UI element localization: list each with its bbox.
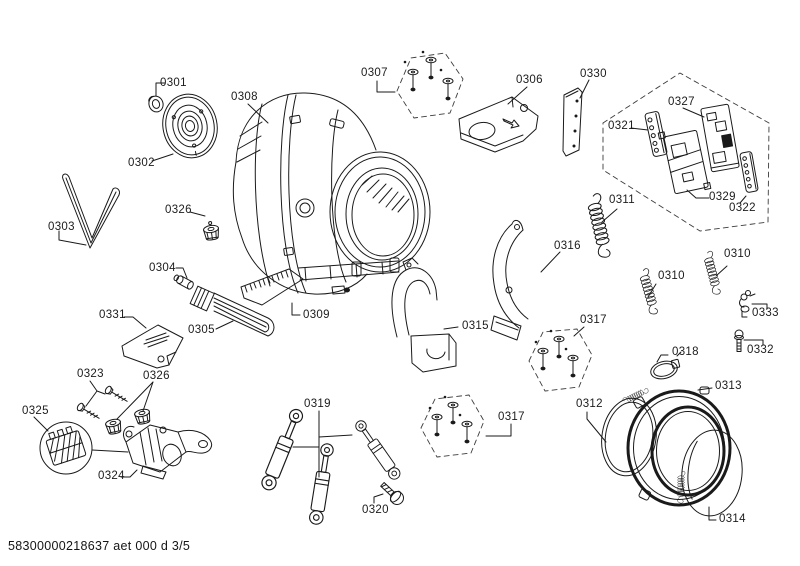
- part-label-0323: 0323: [77, 368, 104, 380]
- part-label-0326-lower: 0326: [143, 370, 170, 382]
- pin-0304-graphic: [173, 274, 194, 290]
- part-label-0306: 0306: [516, 74, 543, 86]
- part-label-0330: 0330: [580, 68, 607, 80]
- part-label-0325: 0325: [22, 405, 49, 417]
- connector-detail-0325-graphic: [39, 421, 93, 475]
- arrow-icon: [502, 118, 520, 129]
- door-spring-top-graphic: [622, 386, 650, 405]
- heating-element-0305-graphic: [189, 285, 275, 337]
- part-label-0303: 0303: [48, 221, 75, 233]
- screw-0332-graphic: [734, 329, 744, 352]
- part-label-0308: 0308: [231, 91, 258, 103]
- part-label-0327: 0327: [668, 96, 695, 108]
- part-label-0319: 0319: [304, 398, 331, 410]
- part-label-0332: 0332: [747, 344, 774, 356]
- screw-0323-a-graphic: [103, 384, 130, 406]
- part-label-0329: 0329: [709, 191, 736, 203]
- part-label-0313: 0313: [715, 380, 742, 392]
- tub-assembly-0308-graphic: [232, 92, 431, 295]
- part-label-0311: 0311: [609, 194, 635, 206]
- part-label-0309: 0309: [303, 309, 330, 321]
- instruction-sheet-0331-graphic: [121, 324, 184, 369]
- part-label-0322: 0322: [729, 202, 756, 214]
- seal-grommet-0301-graphic: [148, 95, 164, 113]
- part-label-0305: 0305: [188, 324, 215, 336]
- door-assembly-graphic: [601, 351, 743, 517]
- shock-absorber-middle-0319-graphic: [308, 442, 336, 526]
- support-bracket-0316-graphic: [490, 219, 529, 341]
- screw-kit-0317-lower-graphic: [420, 394, 485, 458]
- door-spring-bottom-graphic: [677, 470, 686, 504]
- part-label-0307: 0307: [361, 67, 388, 79]
- part-label-0320: 0320: [362, 504, 389, 516]
- screw-0323-b-graphic: [75, 401, 102, 423]
- document-code: 58300000218637 aet 000 d 3/5: [8, 539, 191, 553]
- shock-absorber-right-0319-graphic: [352, 417, 403, 482]
- screw-0320-graphic: [380, 482, 404, 505]
- mount-0326-lower-a-graphic: [104, 417, 124, 436]
- connector-strip-0322-graphic: [739, 151, 759, 193]
- panel-0330-graphic: [562, 87, 583, 157]
- screw-kit-0317-mid-graphic: [528, 328, 593, 392]
- control-board-0327-graphic: [700, 103, 740, 173]
- part-label-0317-lower: 0317: [498, 411, 525, 423]
- rib-plate-0309-graphic: [240, 268, 304, 306]
- part-label-0333: 0333: [752, 307, 779, 319]
- small-mount-0326-upper-graphic: [202, 221, 221, 242]
- part-label-0316: 0316: [554, 240, 581, 252]
- door-ring-0313-graphic: [626, 386, 732, 507]
- part-label-0310-right: 0310: [724, 248, 751, 260]
- part-label-0318: 0318: [672, 346, 699, 358]
- shock-absorber-left-0319-graphic: [259, 406, 306, 493]
- drive-belt-0303-graphic: [62, 173, 120, 249]
- screw-kit-0307-graphic: [396, 50, 464, 119]
- leader-lines: [33, 79, 768, 521]
- part-label-0331: 0331: [99, 309, 126, 321]
- part-label-0302: 0302: [128, 157, 155, 169]
- part-label-0301: 0301: [160, 77, 187, 89]
- motor-0324-graphic: [123, 424, 213, 480]
- part-label-0326-upper: 0326: [165, 204, 192, 216]
- clamp-0318-graphic: [650, 351, 682, 380]
- part-label-0310-left: 0310: [658, 270, 685, 282]
- part-label-0317-mid: 0317: [580, 314, 607, 326]
- part-label-0312: 0312: [576, 398, 603, 410]
- part-label-0315: 0315: [462, 320, 489, 332]
- electronics-module-group: [602, 72, 770, 232]
- module-carrier-0329-graphic: [657, 129, 712, 195]
- counterweight-0315-graphic: [391, 257, 457, 373]
- top-cover-0306-graphic: [458, 96, 539, 153]
- part-label-0321: 0321: [608, 120, 635, 132]
- part-label-0324: 0324: [98, 470, 125, 482]
- part-label-0304: 0304: [149, 262, 176, 274]
- latch-part-0333-graphic: [739, 290, 756, 318]
- pulley-0302-graphic: [162, 93, 218, 159]
- door-glass-0314-graphic: [681, 429, 743, 517]
- part-label-0314: 0314: [719, 513, 746, 525]
